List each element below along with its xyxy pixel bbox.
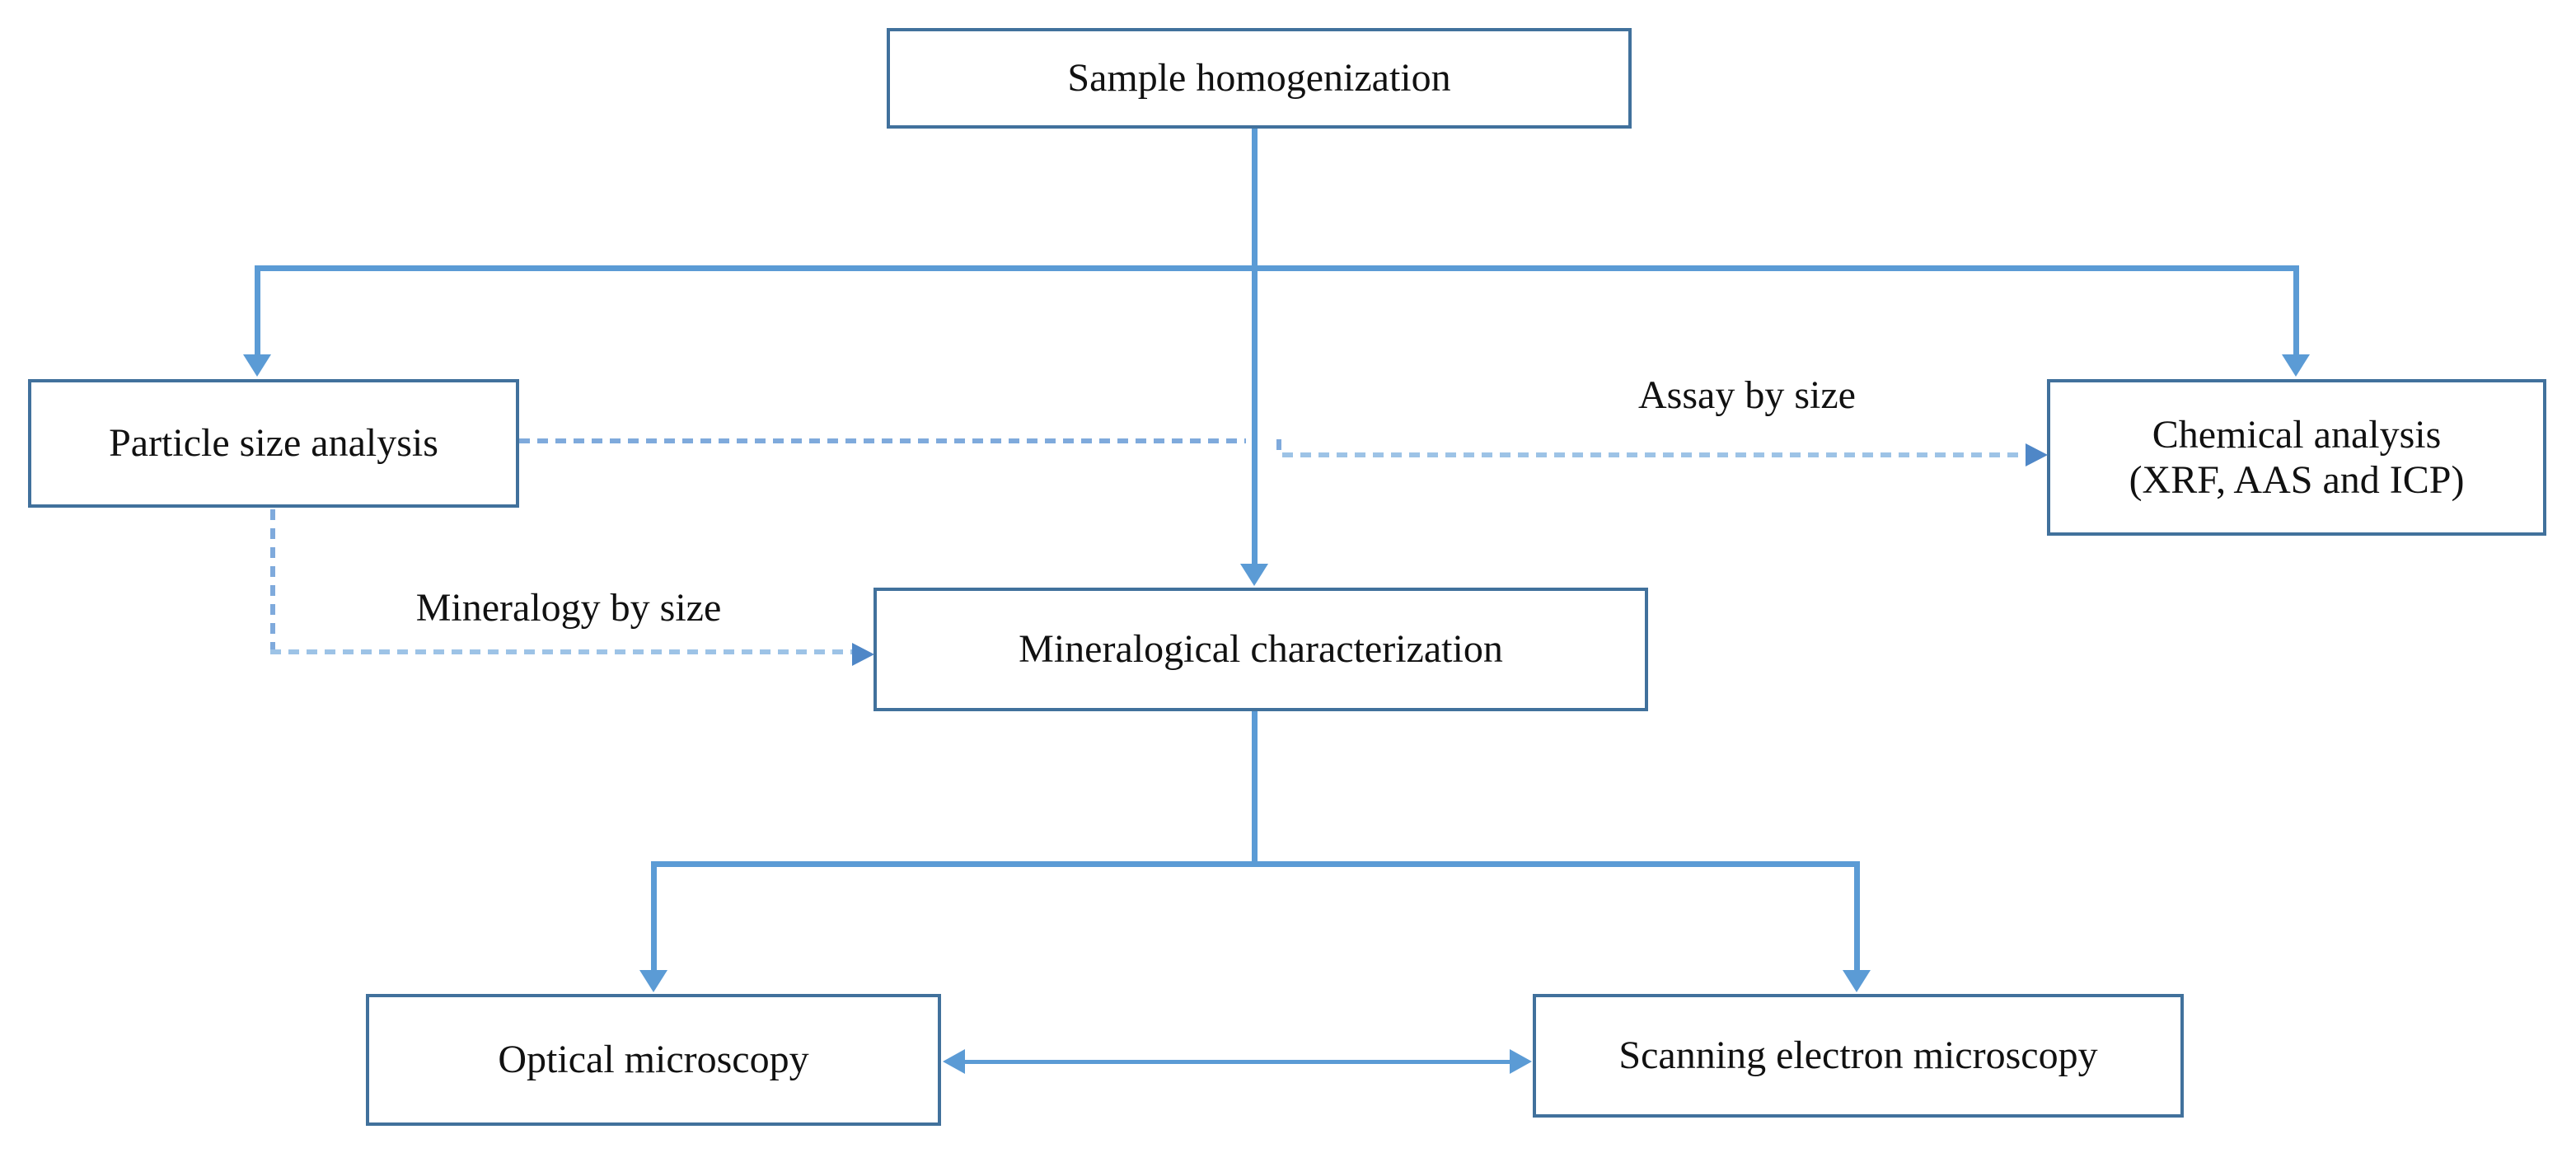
connector-to-sem [1854, 861, 1860, 970]
node-particle-size-analysis: Particle size analysis [28, 379, 519, 508]
dashed-connector-mineralogy-vertical [270, 509, 275, 651]
arrow-right-icon [2026, 443, 2048, 466]
dashed-connector-assay-left [519, 438, 1246, 443]
node-mineralogical-characterization-label: Mineralogical characterization [1019, 627, 1503, 672]
node-scanning-electron-microscopy: Scanning electron microscopy [1533, 994, 2184, 1118]
connector-optical-sem-double [961, 1060, 1511, 1064]
arrow-right-icon [1510, 1049, 1532, 1074]
connector-to-optical [651, 861, 657, 970]
arrow-down-icon [2282, 354, 2310, 377]
node-chemical-analysis-label-line1: Chemical analysis [2152, 412, 2442, 457]
node-sample-homogenization: Sample homogenization [887, 28, 1632, 129]
connector-to-particle [255, 265, 260, 354]
connector-to-chemical [2293, 265, 2299, 354]
dashed-connector-assay-right [1282, 452, 2026, 457]
connector-branch-lower [651, 861, 1860, 867]
edge-label-assay-by-size: Assay by size [1638, 373, 1856, 417]
arrow-right-icon [852, 643, 874, 666]
connector-mineralogical-to-branch [1252, 711, 1258, 867]
node-mineralogical-characterization: Mineralogical characterization [873, 588, 1648, 711]
arrow-down-icon [1843, 970, 1871, 992]
arrow-left-icon [943, 1049, 965, 1074]
arrow-down-icon [243, 354, 271, 377]
node-optical-microscopy: Optical microscopy [366, 994, 941, 1126]
node-scanning-electron-microscopy-label: Scanning electron microscopy [1618, 1033, 2098, 1078]
connector-sample-to-mineralogical [1252, 129, 1258, 564]
node-sample-homogenization-label: Sample homogenization [1067, 56, 1451, 101]
node-particle-size-analysis-label: Particle size analysis [109, 421, 438, 466]
dashed-connector-assay-step [1276, 439, 1281, 457]
connector-branch-upper [255, 265, 2299, 271]
arrow-down-icon [639, 970, 667, 992]
dashed-connector-mineralogy-horizontal [270, 649, 852, 654]
node-chemical-analysis: Chemical analysis (XRF, AAS and ICP) [2047, 379, 2546, 536]
arrow-down-icon [1240, 564, 1268, 586]
edge-label-mineralogy-by-size: Mineralogy by size [415, 586, 722, 630]
node-optical-microscopy-label: Optical microscopy [498, 1038, 809, 1082]
node-chemical-analysis-label-line2: (XRF, AAS and ICP) [2129, 458, 2465, 502]
